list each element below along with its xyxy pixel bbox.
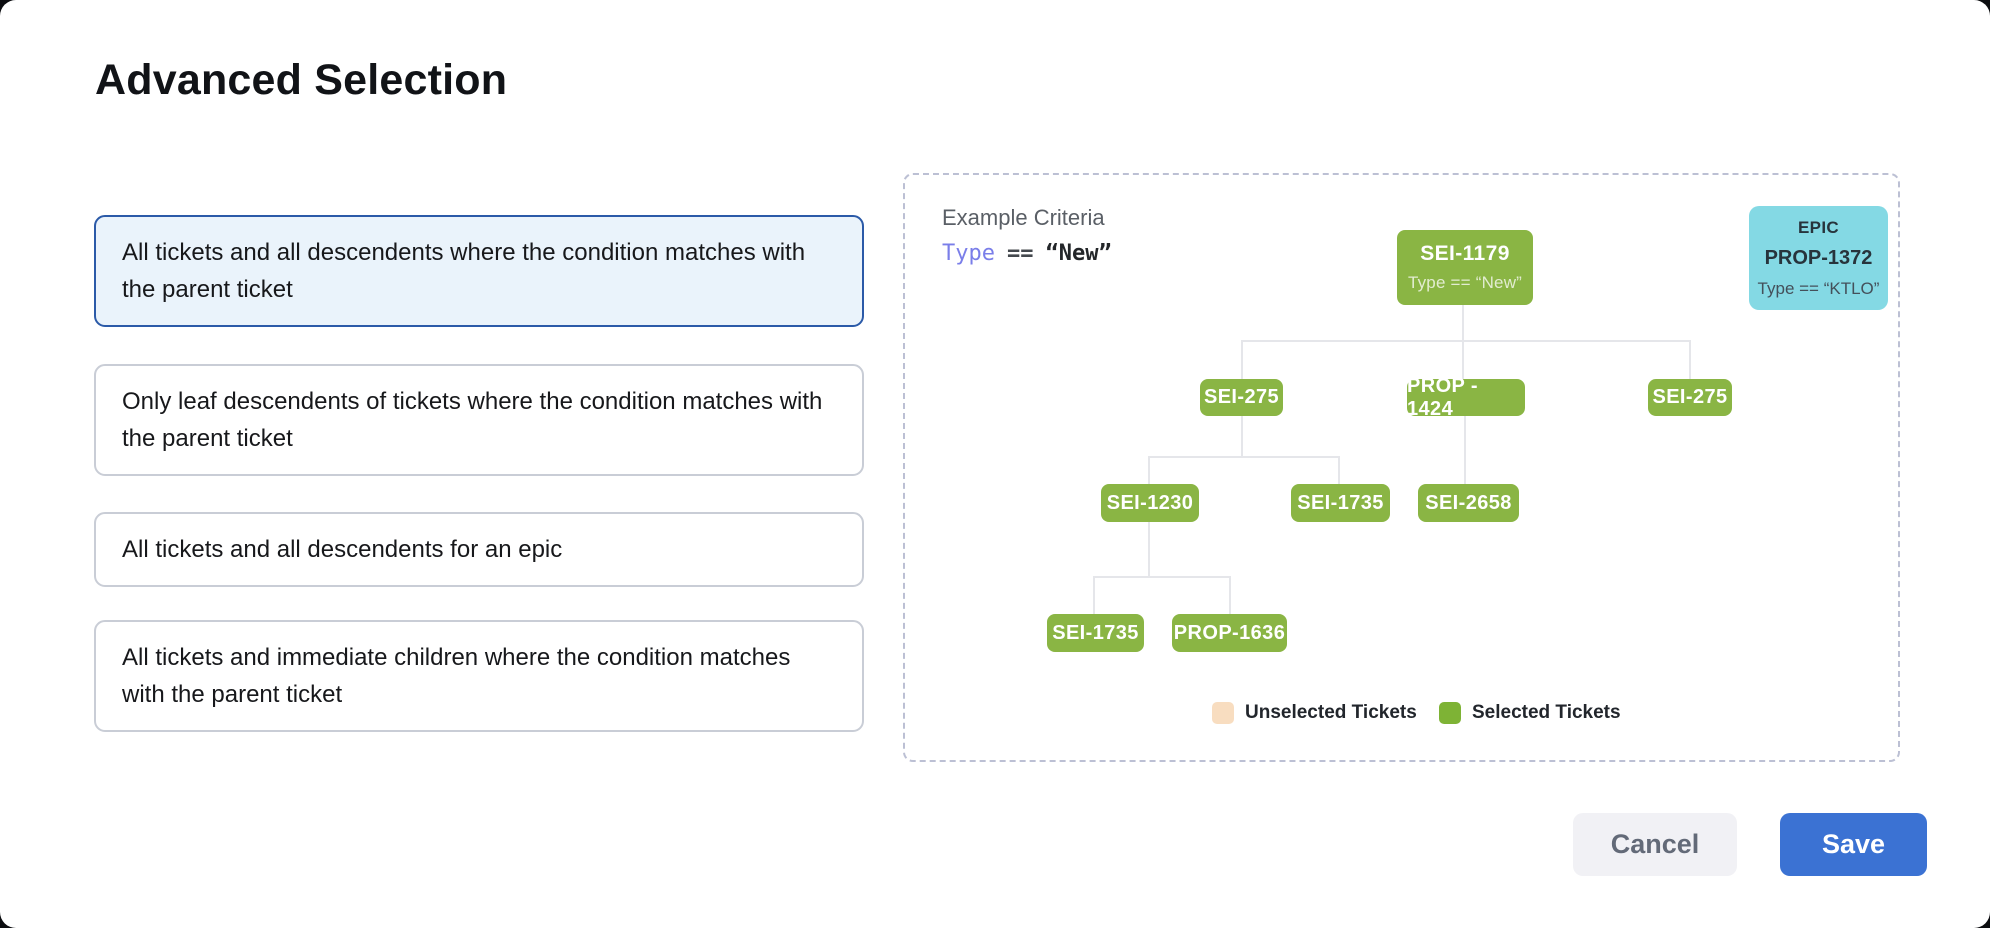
- tree-node-condition: Type == “New”: [1407, 273, 1523, 292]
- tree-connector: [1093, 576, 1231, 578]
- tree-connector: [1689, 340, 1691, 379]
- page-title: Advanced Selection: [95, 56, 508, 104]
- option-epic-descendants[interactable]: All tickets and all descendents for an e…: [94, 512, 864, 587]
- legend-label: Unselected Tickets: [1245, 702, 1417, 723]
- tree-connector: [1241, 340, 1691, 342]
- tree-connector: [1148, 522, 1150, 576]
- tree-connector: [1464, 415, 1466, 484]
- example-criteria-heading: Example Criteria: [942, 205, 1105, 230]
- epic-card: EPIC PROP-1372 Type == “KTLO”: [1749, 206, 1888, 310]
- option-leaf-descendants-condition[interactable]: Only leaf descendents of tickets where t…: [94, 364, 864, 476]
- legend-item-unselected: Unselected Tickets: [1212, 702, 1417, 724]
- tree-node-prop-1636: PROP-1636: [1172, 614, 1287, 652]
- tree-node-sei-1735: SEI-1735: [1291, 484, 1390, 522]
- tree-node-sei-1735-leaf: SEI-1735: [1047, 614, 1144, 652]
- tree-node-sei-275-right: SEI-275: [1648, 379, 1732, 416]
- tree-connector: [1241, 340, 1243, 379]
- epic-type-label: EPIC: [1798, 217, 1839, 237]
- tree-connector: [1462, 305, 1464, 379]
- option-label: All tickets and all descendents where th…: [122, 239, 806, 303]
- tree-node-sei-2658: SEI-2658: [1418, 484, 1519, 522]
- option-label: Only leaf descendents of tickets where t…: [122, 388, 823, 452]
- unselected-tickets-swatch: [1212, 702, 1234, 724]
- option-immediate-children-condition[interactable]: All tickets and immediate children where…: [94, 620, 864, 732]
- tree-connector: [1148, 456, 1150, 484]
- legend-item-selected: Selected Tickets: [1439, 702, 1621, 724]
- tree-connector: [1229, 576, 1231, 614]
- cancel-button[interactable]: Cancel: [1573, 813, 1737, 876]
- tree-node-sei-1179: SEI-1179 Type == “New”: [1397, 230, 1533, 305]
- tree-node-id: SEI-1179: [1420, 242, 1510, 265]
- epic-id: PROP-1372: [1764, 246, 1873, 269]
- tree-connector: [1338, 456, 1340, 484]
- tree-connector: [1241, 416, 1243, 456]
- epic-condition: Type == “KTLO”: [1757, 278, 1880, 298]
- tree-connector: [1148, 456, 1340, 458]
- criteria-value: “New”: [1045, 241, 1112, 266]
- option-all-descendants-condition[interactable]: All tickets and all descendents where th…: [94, 215, 864, 327]
- option-label: All tickets and immediate children where…: [122, 644, 791, 708]
- example-preview-panel: Example Criteria Type == “New” EPIC PROP-1…: [903, 173, 1900, 762]
- tree-node-prop-1424: PROP - 1424: [1407, 375, 1525, 420]
- criteria-field: Type: [942, 241, 995, 266]
- criteria-operator: ==: [1006, 241, 1034, 266]
- tree-node-sei-1230: SEI-1230: [1101, 484, 1199, 522]
- option-label: All tickets and all descendents for an e…: [122, 536, 563, 563]
- save-button[interactable]: Save: [1780, 813, 1927, 876]
- legend-label: Selected Tickets: [1472, 702, 1621, 723]
- tree-connector: [1093, 576, 1095, 614]
- selected-tickets-swatch: [1439, 702, 1461, 724]
- tree-node-sei-275-left: SEI-275: [1200, 379, 1283, 416]
- example-criteria-code: Type == “New”: [942, 241, 1112, 266]
